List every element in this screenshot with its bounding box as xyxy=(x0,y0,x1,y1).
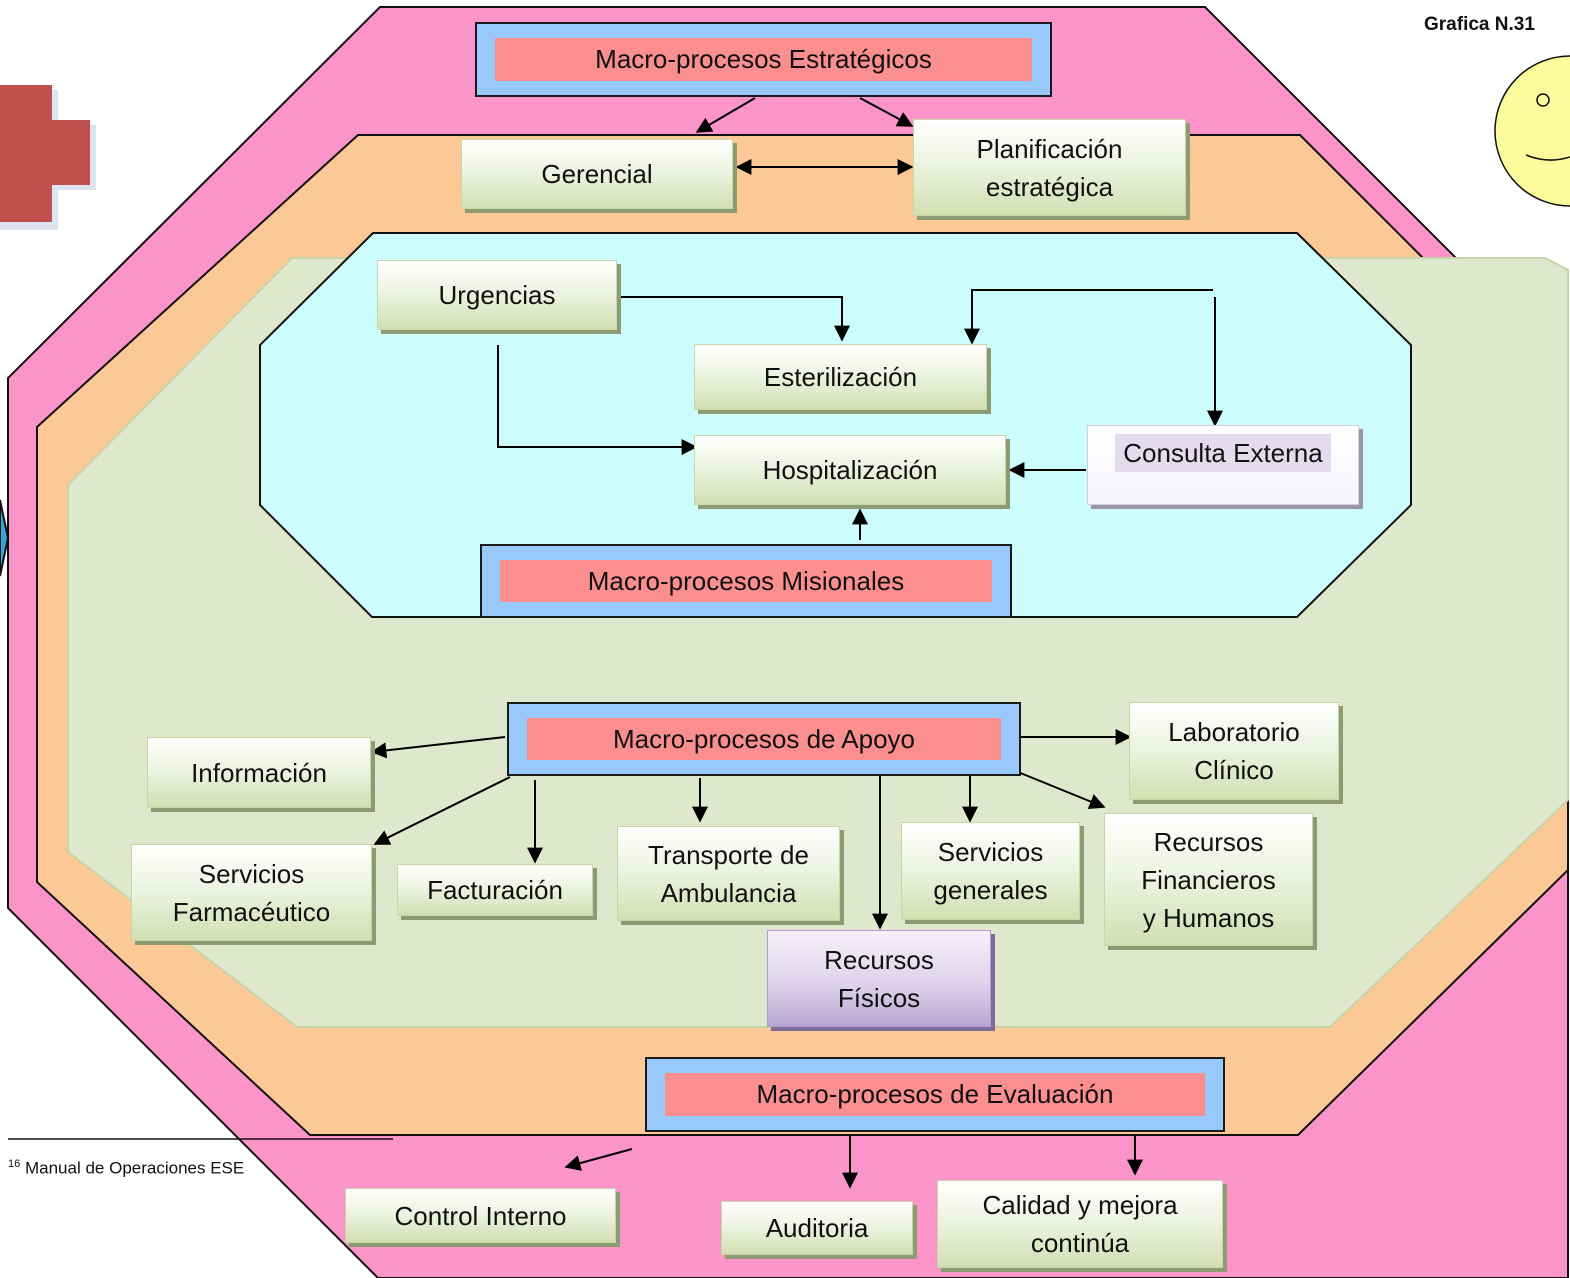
process-consulta-externa: Consulta Externa xyxy=(1087,425,1359,505)
macro-missional-label: Macro-procesos Misionales xyxy=(500,560,992,602)
process-esterilizacion: Esterilización xyxy=(694,344,987,410)
macro-support-header: Macro-procesos de Apoyo xyxy=(507,702,1021,776)
process-planificacion: Planificación estratégica xyxy=(913,119,1186,216)
process-facturacion: Facturación xyxy=(397,864,593,916)
macro-missional-header: Macro-procesos Misionales xyxy=(480,544,1012,618)
process-recursos-fisicos: Recursos Físicos xyxy=(767,930,991,1027)
process-consulta-externa-label: Consulta Externa xyxy=(1115,434,1331,472)
process-informacion: Información xyxy=(147,737,371,808)
process-urgencias: Urgencias xyxy=(377,260,617,330)
process-calidad-mejora: Calidad y mejora continúa xyxy=(937,1180,1223,1268)
process-recursos-financieros-humanos: Recursos Financieros y Humanos xyxy=(1104,813,1313,946)
macro-strategic-header: Macro-procesos Estratégicos xyxy=(475,22,1052,97)
process-laboratorio-clinico: Laboratorio Clínico xyxy=(1129,702,1339,800)
footnote-number: 16 xyxy=(8,1158,21,1170)
footnote-text: Manual de Operaciones ESE xyxy=(24,1158,245,1178)
figure-label: Grafica N.31 xyxy=(1424,14,1535,35)
macro-evaluation-label: Macro-procesos de Evaluación xyxy=(665,1073,1205,1116)
macro-strategic-label: Macro-procesos Estratégicos xyxy=(495,38,1032,81)
macro-support-label: Macro-procesos de Apoyo xyxy=(527,718,1001,760)
connector-arrows xyxy=(370,97,1223,1189)
macro-evaluation-header: Macro-procesos de Evaluación xyxy=(645,1057,1225,1132)
footnote: 16 Manual de Operaciones ESE xyxy=(8,1158,244,1179)
process-hospitalizacion: Hospitalización xyxy=(694,435,1006,505)
process-servicios-generales: Servicios generales xyxy=(901,822,1080,920)
smiley-face xyxy=(1494,55,1570,207)
left-hexagon-fragment xyxy=(0,499,10,577)
process-servicios-farmaceutico: Servicios Farmacéutico xyxy=(131,844,372,941)
process-transporte-ambulancia: Transporte de Ambulancia xyxy=(617,826,840,921)
process-gerencial: Gerencial xyxy=(461,139,733,209)
hospital-cross-logo xyxy=(0,85,96,230)
process-control-interno: Control Interno xyxy=(345,1188,616,1243)
process-auditoria: Auditoria xyxy=(721,1201,913,1255)
